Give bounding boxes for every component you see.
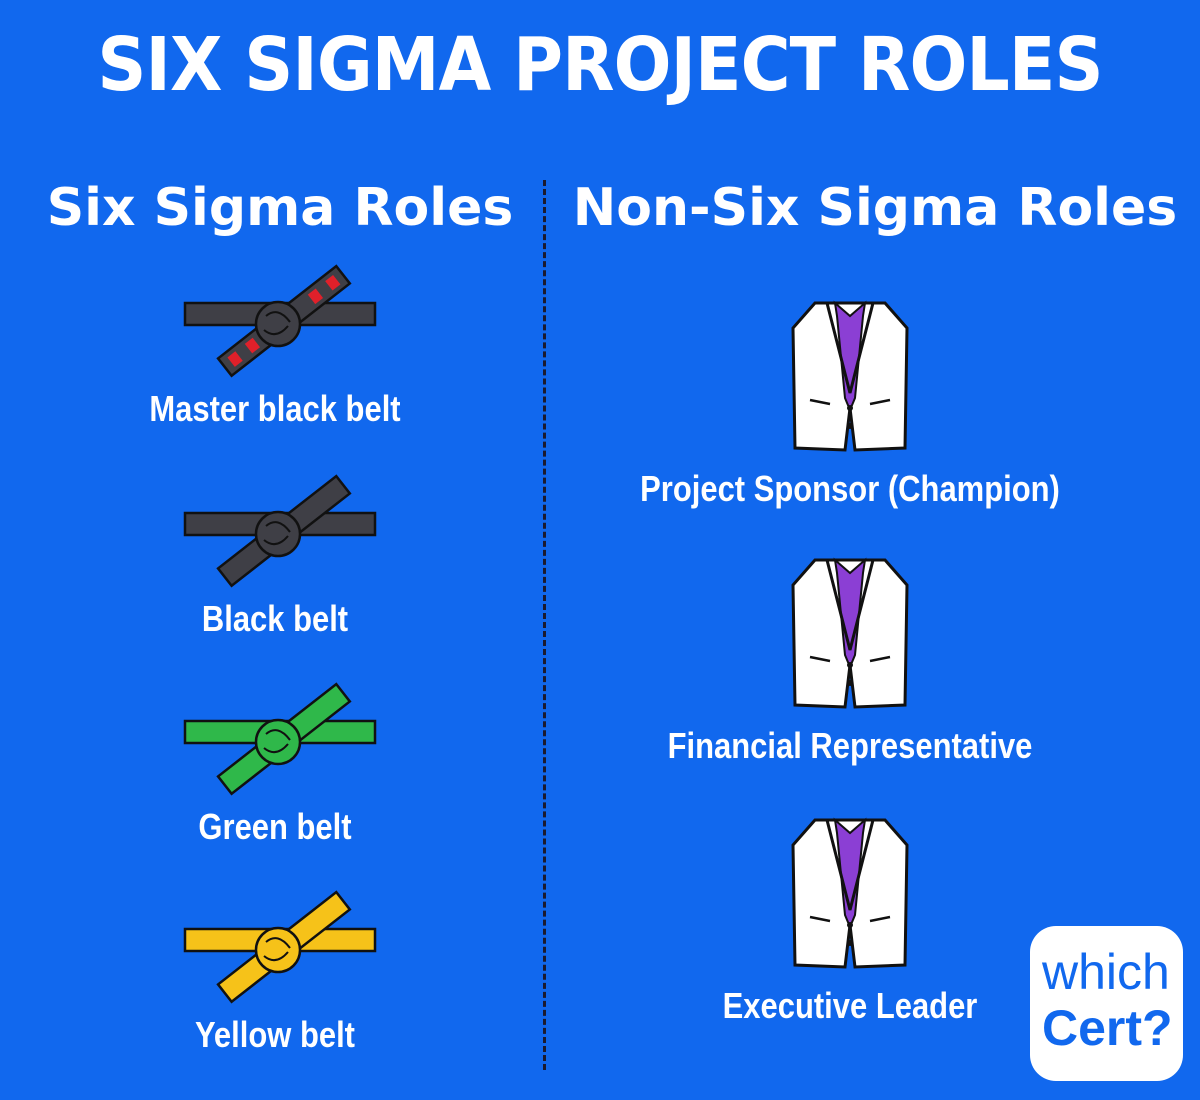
role-label: Master black belt [149,388,401,429]
suit-jacket-icon [791,300,909,452]
role-yellow-belt: Yellow belt [125,884,425,1056]
role-label: Project Sponsor (Champion) [640,468,1060,509]
role-label: Financial Representative [667,725,1033,766]
yellow-belt-icon [183,890,377,1004]
role-master-black-belt: Master black belt [125,258,425,430]
suit-jacket-icon [791,817,909,969]
role-black-belt: Black belt [125,468,425,640]
role-label: Black belt [201,598,349,639]
role-executive-leader: Executive Leader [590,805,1110,1027]
role-green-belt: Green belt [125,676,425,848]
column-divider [543,180,546,1070]
role-label: Green belt [198,806,352,847]
role-label: Yellow belt [194,1014,355,1055]
role-label: Executive Leader [722,985,978,1026]
role-project-sponsor: Project Sponsor (Champion) [590,288,1110,510]
suit-jacket-icon [791,557,909,709]
six-sigma-roles-heading: Six Sigma Roles [46,178,514,238]
logo-line-2: Cert? [1042,1000,1173,1056]
logo-line-1: which [1042,944,1170,1000]
black-belt-red-stripes-icon [183,264,377,378]
black-belt-icon [183,474,377,588]
green-belt-icon [183,682,377,796]
whichcert-logo: which Cert? [1030,926,1183,1081]
page-title: SIX SIGMA PROJECT ROLES [97,22,1103,108]
non-six-sigma-roles-heading: Non-Six Sigma Roles [572,178,1178,238]
role-financial-representative: Financial Representative [590,545,1110,767]
